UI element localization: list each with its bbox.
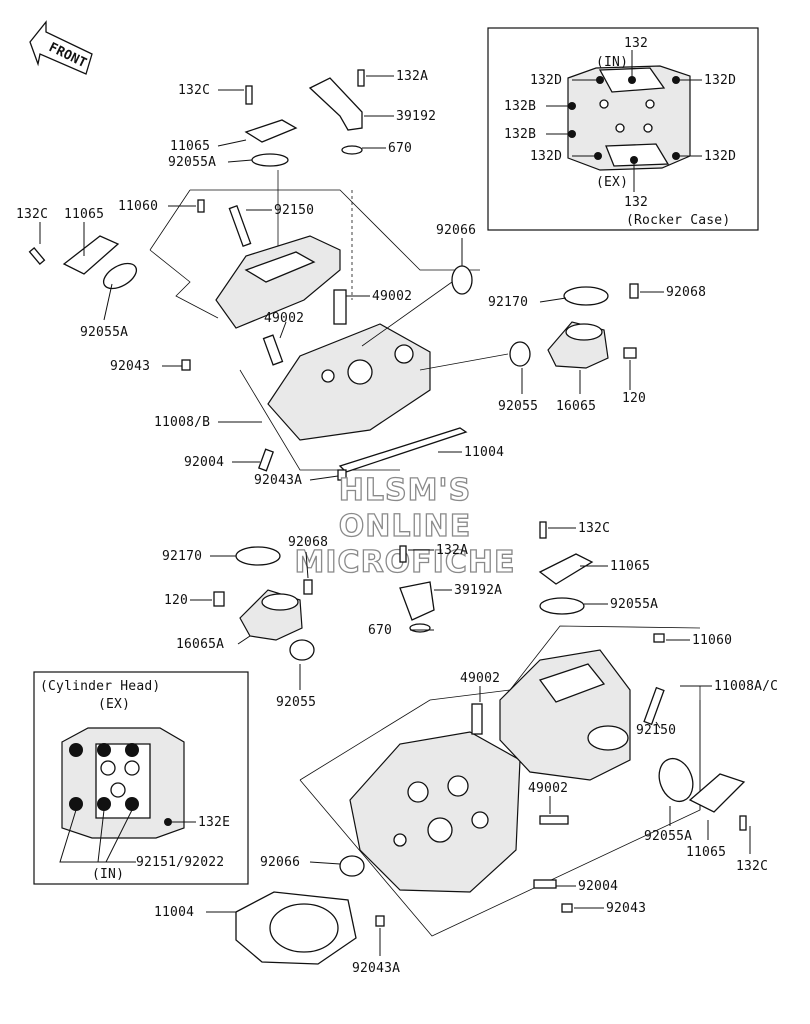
callout-132c: 132C xyxy=(16,207,48,222)
callout-92043: 92043 xyxy=(110,359,150,374)
callout-132a: 132A xyxy=(396,69,428,84)
rocker-case-title: (Rocker Case) xyxy=(626,213,730,228)
callout-49002: 49002 xyxy=(372,289,412,304)
callout-11060: 11060 xyxy=(118,199,158,214)
callout-92066: 92066 xyxy=(260,855,300,870)
callout-92004: 92004 xyxy=(578,879,618,894)
callout-132b: 132B xyxy=(504,127,536,142)
callout-92055: 92055 xyxy=(276,695,316,710)
callout-132-ex: 132 xyxy=(624,195,648,210)
callout-11004: 11004 xyxy=(464,445,504,460)
callout-49002: 49002 xyxy=(460,671,500,686)
callout-132d: 132D xyxy=(530,149,562,164)
callout-39192a: 39192A xyxy=(454,583,502,598)
watermark: HLSM'S ONLINE MICROFICHE xyxy=(294,472,515,580)
callout-670: 670 xyxy=(388,141,412,156)
callout-92170: 92170 xyxy=(162,549,202,564)
callout-92170: 92170 xyxy=(488,295,528,310)
callout-92150: 92150 xyxy=(274,203,314,218)
callout-92055a: 92055A xyxy=(644,829,692,844)
callout-92151-92022: 92151/92022 xyxy=(136,855,224,870)
callout-92055a: 92055A xyxy=(80,325,128,340)
callout-132c: 132C xyxy=(178,83,210,98)
inset-exhaust-label: (EX) xyxy=(596,175,628,190)
callout-11060: 11060 xyxy=(692,633,732,648)
callout-670: 670 xyxy=(368,623,392,638)
callout-120: 120 xyxy=(164,593,188,608)
callout-16065a: 16065A xyxy=(176,637,224,652)
callout-132d: 132D xyxy=(704,73,736,88)
watermark-line-1: HLSM'S xyxy=(339,473,471,508)
cylinder-head-inset: (Cylinder Head) (EX) 132E 92151/92022 (I… xyxy=(33,671,249,885)
callout-132c: 132C xyxy=(578,521,610,536)
callout-132b: 132B xyxy=(504,99,536,114)
inset-exhaust-label: (EX) xyxy=(98,697,130,712)
upper-cylinder-assembly: 132C 11065 92055A 11060 132C 11065 92055… xyxy=(16,69,706,488)
callout-92055a: 92055A xyxy=(610,597,658,612)
callout-120: 120 xyxy=(622,391,646,406)
inset-intake-label: (IN) xyxy=(92,867,124,882)
callout-11008ac: 11008A/C xyxy=(714,679,778,694)
callout-132c: 132C xyxy=(736,859,768,874)
callout-92066: 92066 xyxy=(436,223,476,238)
callout-92150: 92150 xyxy=(636,723,676,738)
lower-cylinder-assembly: 132C 11065 92055A 132A 39192A 670 92170 … xyxy=(154,521,778,976)
callout-92043: 92043 xyxy=(606,901,646,916)
callout-49002: 49002 xyxy=(264,311,304,326)
callout-92068: 92068 xyxy=(288,535,328,550)
callout-132e: 132E xyxy=(198,815,230,830)
callout-11004: 11004 xyxy=(154,905,194,920)
callout-92055: 92055 xyxy=(498,399,538,414)
callout-132a: 132A xyxy=(436,543,468,558)
callout-92043a: 92043A xyxy=(352,961,400,976)
callout-92043a: 92043A xyxy=(254,473,302,488)
callout-16065: 16065 xyxy=(556,399,596,414)
watermark-line-2: ONLINE xyxy=(339,509,472,544)
rocker-case-inset: 132 (IN) 132D 132D 132B 132B 132D 132D (… xyxy=(487,27,759,231)
callout-49002: 49002 xyxy=(528,781,568,796)
callout-92055a: 92055A xyxy=(168,155,216,170)
callout-92004: 92004 xyxy=(184,455,224,470)
inset-intake-label: (IN) xyxy=(596,55,628,70)
callout-132-in: 132 xyxy=(624,36,648,51)
callout-132d: 132D xyxy=(704,149,736,164)
front-arrow-icon: FRONT xyxy=(29,20,93,75)
callout-11008b: 11008/B xyxy=(154,415,210,430)
callout-11065: 11065 xyxy=(610,559,650,574)
callout-11065: 11065 xyxy=(64,207,104,222)
callout-11065: 11065 xyxy=(686,845,726,860)
cylinder-head-title: (Cylinder Head) xyxy=(40,679,160,694)
callout-11065: 11065 xyxy=(170,139,210,154)
callout-39192: 39192 xyxy=(396,109,436,124)
callout-92068: 92068 xyxy=(666,285,706,300)
callout-132d: 132D xyxy=(530,73,562,88)
